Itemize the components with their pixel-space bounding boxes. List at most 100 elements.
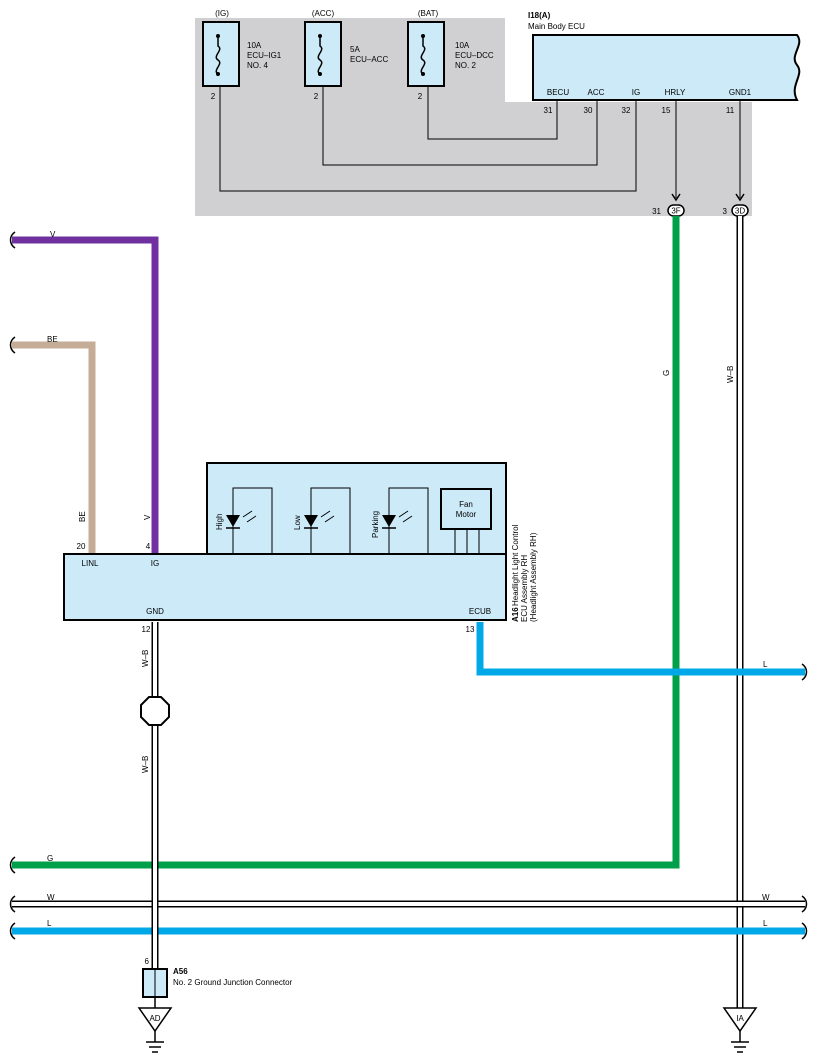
terminal-gnd1: GND1: [729, 88, 752, 97]
fuse-amp: 10A: [247, 41, 262, 50]
pin-ecub: 13: [466, 625, 475, 634]
wire-label-wb-right: W–B: [726, 366, 735, 383]
arrow-down-icon: [671, 193, 681, 202]
pin-becu: 31: [544, 106, 553, 115]
fuse-name: ECU–DCC: [455, 51, 494, 60]
junction-code: 3F: [671, 207, 680, 216]
pin-hrly: 15: [662, 106, 671, 115]
led-low: Low: [293, 487, 351, 555]
wire-label-v-vertical: V: [143, 514, 152, 520]
wire-label-w-left: W: [47, 893, 55, 902]
wire-label-wb-upper: W–B: [141, 650, 150, 667]
ecu-output-drops: [675, 100, 741, 198]
wire-label-l-right: L: [763, 919, 768, 928]
led-label: Parking: [371, 511, 380, 538]
pin-ig: 4: [146, 542, 151, 551]
fuse-amp: 5A: [350, 45, 360, 54]
ground-ia: IA: [722, 1007, 758, 1053]
ecu-id: I18(A): [528, 11, 551, 20]
junction-pin: 31: [652, 207, 661, 216]
headlight-components-box: High Low Parking Fan Motor: [206, 462, 507, 556]
headlight-ecu-name-1: Headlight Light Control: [511, 524, 520, 606]
wire-label-be-vertical: BE: [78, 511, 87, 522]
headlight-ecu-name-3: (Headlight Assembly RH): [529, 532, 538, 622]
pin-linl: 20: [77, 542, 86, 551]
fuse-box: [304, 21, 342, 87]
pin-gnd: 12: [142, 625, 151, 634]
wire-g: [12, 216, 680, 869]
fuse-ecu-ig1: (IG) 10A ECU–IG1 NO. 4 2: [202, 9, 282, 101]
connector-name: No. 2 Ground Junction Connector: [173, 978, 293, 987]
led-label: High: [215, 514, 224, 530]
fuse-box: [202, 21, 240, 87]
junction-pin: 3: [723, 207, 728, 216]
ecu-box: [532, 34, 801, 101]
wire-l-ecub: [476, 622, 805, 676]
wire-label-g-vertical: G: [662, 370, 671, 376]
terminal-ig: IG: [151, 559, 159, 568]
wire-label-be: BE: [47, 335, 58, 344]
pin-acc: 30: [584, 106, 593, 115]
led-label: Low: [293, 515, 302, 530]
ground-symbol-icon: [731, 1031, 749, 1053]
fuse-number: NO. 2: [455, 61, 476, 70]
terminal-ecub: ECUB: [469, 607, 491, 616]
wire-label-w-right: W: [762, 893, 770, 902]
terminal-hrly: HRLY: [665, 88, 686, 97]
fan-label-line1: Fan: [459, 500, 473, 509]
fuse-pin: 2: [211, 92, 216, 101]
connector-pin: 6: [145, 957, 150, 966]
fuse-name: ECU–ACC: [350, 55, 388, 64]
headlight-ecu-id: A16: [511, 607, 520, 622]
wire-label-l-left: L: [47, 919, 52, 928]
junction-3d: 3D 3: [723, 204, 749, 217]
fuse-source-label: (BAT): [418, 9, 439, 18]
wire-break-icons-right: [801, 663, 808, 940]
terminal-becu: BECU: [547, 88, 569, 97]
wire-v: [12, 236, 159, 553]
led-icon: [382, 515, 396, 527]
terminal-gnd: GND: [146, 607, 164, 616]
fuse-amp: 10A: [455, 41, 470, 50]
terminal-acc: ACC: [588, 88, 605, 97]
ground-junction-connector: 6 A56 No. 2 Ground Junction Connector: [142, 957, 293, 998]
pin-ig: 32: [622, 106, 631, 115]
led-parking: Parking: [371, 487, 429, 555]
terminal-ig: IG: [632, 88, 640, 97]
internal-wires: [219, 86, 637, 192]
fuse-pin: 2: [314, 92, 319, 101]
fan-label-line2: Motor: [456, 510, 477, 519]
headlight-ecu-name-2: ECU Assembly RH: [520, 555, 529, 622]
ecu-name: Main Body ECU: [528, 22, 585, 31]
fuse-source-label: (IG): [215, 9, 229, 18]
arrow-down-icon: [735, 193, 745, 202]
ground-triangle-icon: [137, 1007, 173, 1033]
wire-label-wb-lower: W–B: [141, 756, 150, 773]
fuse-box: [407, 21, 445, 87]
headlight-ecu-box: [63, 553, 507, 621]
fan-motor: Fan Motor: [440, 488, 492, 555]
fuse-symbol-icon: [317, 36, 323, 75]
pin-gnd1: 11: [726, 106, 735, 115]
fuse-ecu-acc: (ACC) 5A ECU–ACC 2: [304, 9, 388, 101]
wire-label-g-bottom: G: [47, 854, 53, 863]
fuse-pin: 2: [418, 92, 423, 101]
ground-ad: AD: [137, 997, 173, 1053]
fuse-name: ECU–IG1: [247, 51, 282, 60]
junction-code: 3D: [735, 207, 745, 216]
headlight-ecu: LINL IG GND ECUB 20 4 12 13 A16 Headligh…: [63, 524, 538, 634]
wire-break-icons-left: [9, 231, 16, 940]
ground-code: AD: [149, 1014, 160, 1023]
ground-symbol-icon: [146, 1031, 164, 1053]
ground-triangle-icon: [722, 1007, 758, 1033]
led-icon: [226, 515, 240, 527]
main-body-ecu: I18(A) Main Body ECU BECU ACC IG HRLY GN…: [528, 11, 801, 115]
fuse-symbol-icon: [215, 36, 221, 75]
wire-label-v: V: [50, 230, 56, 239]
wire-connector-icon: [140, 696, 170, 726]
fuse-number: NO. 4: [247, 61, 268, 70]
fuse-ecu-dcc: (BAT) 10A ECU–DCC NO. 2 2: [407, 9, 494, 101]
ground-code: IA: [736, 1014, 744, 1023]
led-high: High: [215, 487, 273, 555]
